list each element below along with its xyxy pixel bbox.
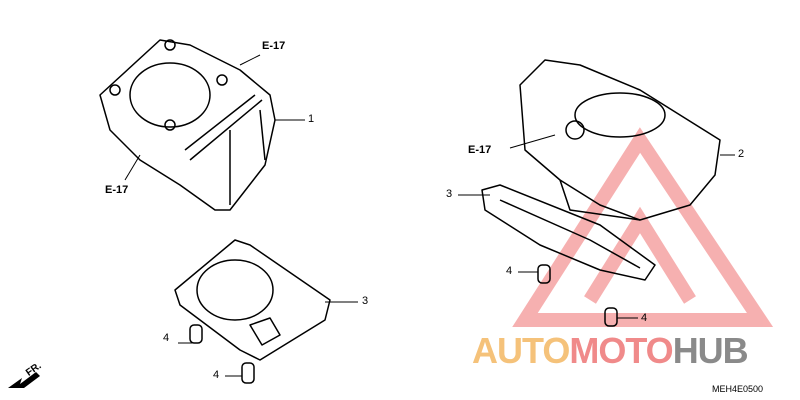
callout-3-right: 3 bbox=[446, 188, 453, 200]
callout-1: 1 bbox=[308, 113, 315, 125]
dowel-pin-left-1 bbox=[189, 324, 203, 344]
watermark-auto: AUTO bbox=[472, 330, 570, 371]
watermark-hub: HUB bbox=[672, 330, 749, 371]
callout-4-right-1: 4 bbox=[506, 265, 513, 277]
reference-e17-left[interactable]: E-17 bbox=[105, 184, 129, 196]
dowel-pin-right-1 bbox=[537, 264, 551, 284]
reference-e17-top[interactable]: E-17 bbox=[262, 40, 286, 52]
watermark-text: AUTOMOTOHUB bbox=[472, 330, 749, 371]
dowel-pin-right-2 bbox=[604, 307, 618, 327]
callout-4-left-2: 4 bbox=[213, 369, 220, 381]
diagram-code: MEH4E0500 bbox=[712, 384, 764, 394]
watermark-moto: MOTO bbox=[569, 330, 673, 371]
cylinder-right bbox=[519, 59, 721, 221]
cylinder-left bbox=[99, 39, 276, 211]
callout-2: 2 bbox=[738, 148, 745, 160]
reference-e17-right[interactable]: E-17 bbox=[468, 144, 492, 156]
front-arrow-icon bbox=[8, 372, 40, 388]
leader-lines bbox=[124, 54, 735, 377]
dowel-pin-left-2 bbox=[241, 362, 255, 384]
callout-4-right-2: 4 bbox=[641, 312, 648, 324]
callout-4-left-1: 4 bbox=[163, 332, 170, 344]
callout-3-left: 3 bbox=[362, 295, 369, 307]
gasket-right bbox=[481, 184, 656, 281]
gasket-left bbox=[174, 239, 331, 361]
watermark-logo bbox=[512, 127, 774, 327]
